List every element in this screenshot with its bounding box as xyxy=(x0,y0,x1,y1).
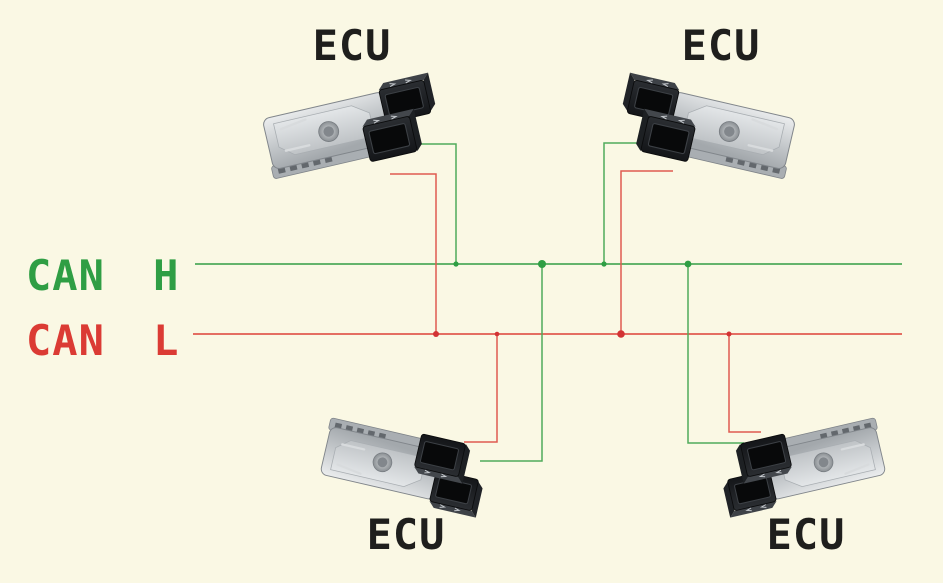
ecu-image-top-right xyxy=(612,71,801,186)
ecu-label-bottom-left: ECU xyxy=(366,510,446,559)
ecu-label-top-left: ECU xyxy=(312,21,392,70)
can-h-label: CAN H xyxy=(26,251,180,300)
wire-can-l-ecu-bottom-left xyxy=(464,334,498,443)
junction-dot-can-h-4 xyxy=(684,260,692,268)
wire-can-h-ecu-top-left xyxy=(418,143,457,264)
wire-can-l-ecu-top-right xyxy=(620,170,673,334)
junction-dot-can-h-1 xyxy=(453,261,459,267)
can-l-label: CAN L xyxy=(26,316,180,365)
junction-dot-can-h-2 xyxy=(538,260,546,268)
wire-can-l-ecu-top-left xyxy=(390,173,437,334)
ecu-label-bottom-right: ECU xyxy=(766,510,846,559)
ecu-image-bottom-left xyxy=(315,411,493,519)
wire-can-h-ecu-top-right xyxy=(603,142,644,264)
junction-dot-can-h-3 xyxy=(601,261,607,267)
ecu-image-bottom-right xyxy=(713,411,891,519)
junction-dot-can-l-3 xyxy=(617,330,625,338)
ecu-image-top-left xyxy=(257,71,446,186)
junction-dot-can-l-2 xyxy=(494,331,500,337)
wire-can-l-ecu-bottom-right xyxy=(728,334,761,433)
junction-dot-can-l-4 xyxy=(726,331,732,337)
ecu-label-top-right: ECU xyxy=(681,21,761,70)
wire-can-h-ecu-bottom-left xyxy=(480,264,543,462)
wire-can-h-ecu-bottom-right xyxy=(687,264,744,444)
junction-dot-can-l-1 xyxy=(433,331,439,337)
